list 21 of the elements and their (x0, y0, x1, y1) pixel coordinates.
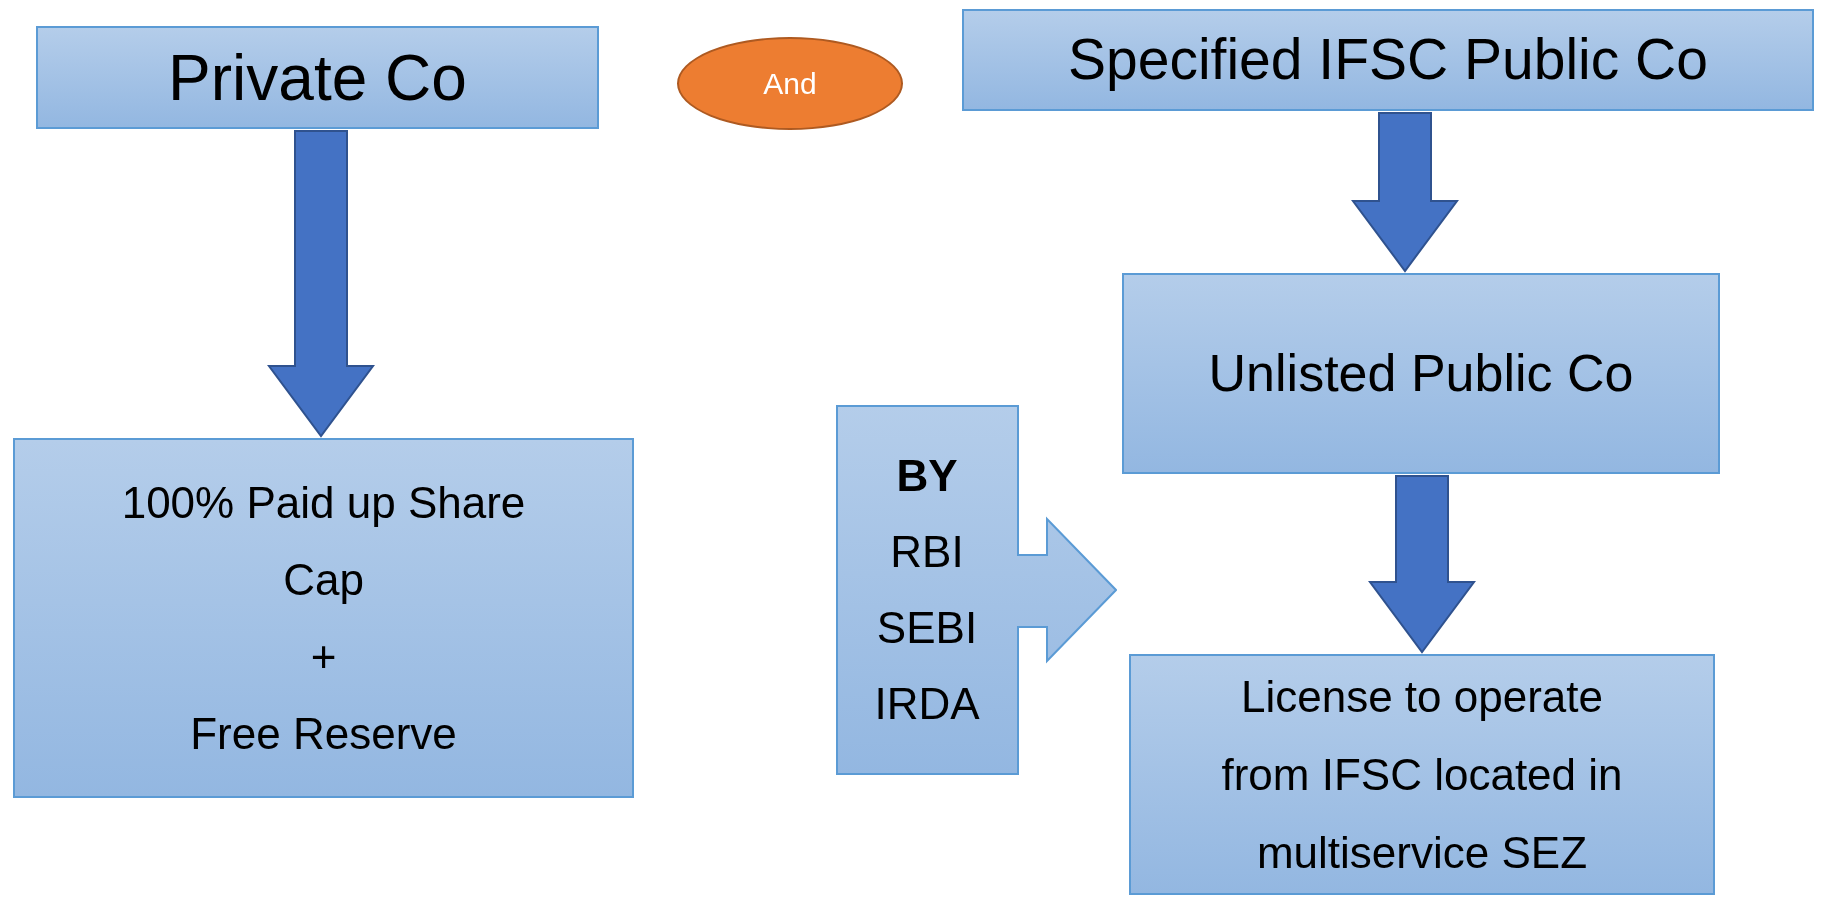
node-text: SEBI (876, 602, 978, 654)
node-text: RBI (890, 526, 964, 578)
node-text: License to operate from IFSC located in multiservice SEZ (1220, 670, 1624, 879)
block-arrow (1368, 475, 1476, 654)
node-text: Free Reserve (190, 708, 457, 760)
process-box (13, 438, 634, 798)
node-text: Private Co (168, 40, 467, 116)
node-text: And (763, 66, 817, 102)
node-text: Unlisted Public Co (1208, 343, 1634, 404)
node-text: Specified IFSC Public Co (1068, 26, 1708, 94)
process-box (1122, 273, 1720, 474)
node-text: IRDA (874, 678, 980, 730)
process-box (1129, 654, 1715, 895)
block-arrow (1351, 112, 1459, 273)
process-box (962, 9, 1814, 111)
process-box (36, 26, 599, 129)
arrow-callout (836, 405, 1117, 775)
node-text: 100% Paid up Share Cap (120, 477, 527, 606)
block-arrow (267, 130, 375, 438)
node-text: + (310, 631, 337, 683)
node-text: BY (896, 450, 958, 502)
